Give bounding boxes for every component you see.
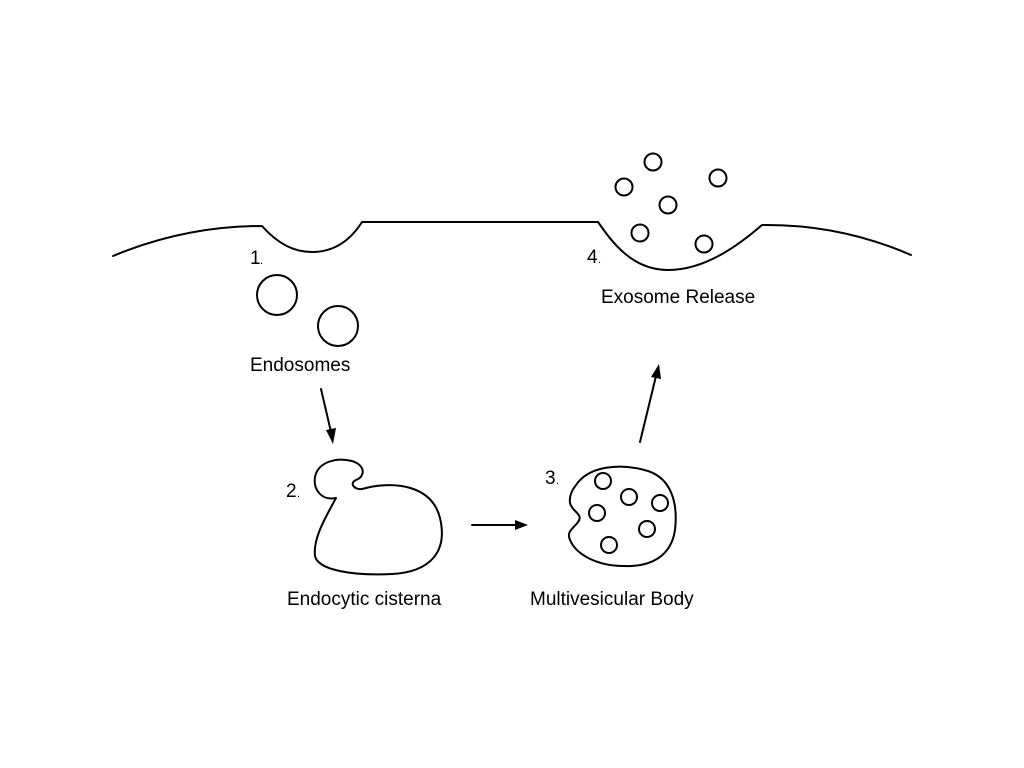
step-4-dot: . [598,254,601,266]
step-1-group: 1 . Endosomes [250,248,359,376]
step-4-number: 4 [587,247,598,268]
endosomes-label: Endosomes [250,355,350,376]
intraluminal-vesicle [638,520,656,538]
intraluminal-vesicle [594,472,612,490]
arrow-mvb-to-release [639,364,661,443]
multivesicular-body-shape [568,465,677,568]
step-2-dot: . [297,488,300,500]
exosome-vesicle [658,195,678,215]
step-1-dot: . [260,255,263,267]
step-3-group: 3 . Multivesicular Body [530,465,694,610]
exosome-vesicle [643,152,663,172]
endocytic-cisterna-shape [313,458,443,576]
step-3-number: 3 [545,468,556,489]
intraluminal-vesicle [588,504,606,522]
endosome-vesicle [256,274,298,316]
step-4-group: 4 . Exosome Release [587,152,755,308]
endocytic-cisterna-label: Endocytic cisterna [287,589,442,610]
endosome-vesicle [317,305,359,347]
plasma-membrane [112,221,912,271]
exosome-vesicle [614,177,634,197]
step-2-group: 2 . Endocytic cisterna [286,458,443,610]
step-3-dot: . [556,475,559,487]
step-1-number: 1 [250,248,261,269]
intraluminal-vesicle [600,536,618,554]
intraluminal-vesicle [651,494,669,512]
exosome-vesicle [694,234,714,254]
intraluminal-vesicle [620,488,638,506]
exosome-vesicle [630,223,650,243]
arrow-endosomes-to-cisterna [320,388,336,444]
exosome-release-label: Exosome Release [601,287,755,308]
step-2-number: 2 [286,481,297,502]
arrow-cisterna-to-mvb [471,520,528,530]
multivesicular-body-label: Multivesicular Body [530,589,694,610]
exosome-vesicle [708,168,728,188]
